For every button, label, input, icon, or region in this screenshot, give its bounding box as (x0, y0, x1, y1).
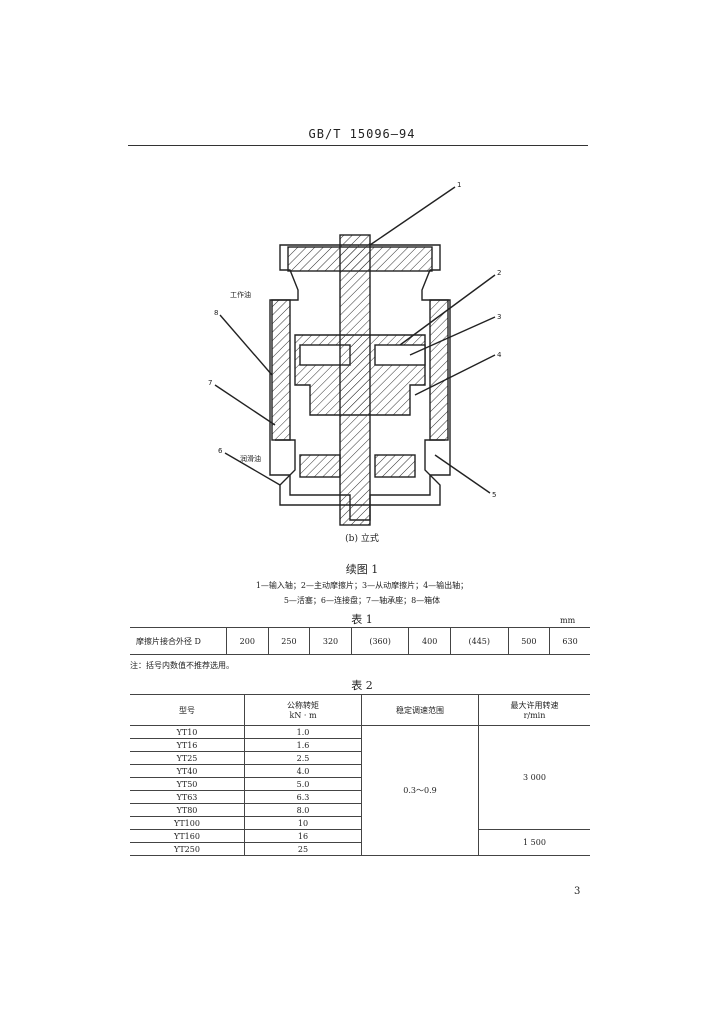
header-speed-label: 最大许用转速 (510, 701, 559, 710)
model-cell: YT63 (130, 790, 245, 804)
figure-subcaption: (b) 立式 (345, 534, 379, 544)
table1-cell: (445) (449, 627, 509, 655)
model-cell: YT250 (130, 842, 245, 856)
model-cell: YT25 (130, 751, 245, 765)
housing-left-wall (271, 299, 291, 441)
torque-cell: 6.3 (244, 790, 362, 804)
header-model: 型号 (130, 694, 245, 726)
table1-cell: 500 (507, 627, 551, 655)
coupling-drawing: 1 2 3 4 5 6 7 8 工作油 润滑油 (208, 181, 502, 526)
model-cell: YT80 (130, 803, 245, 817)
table1-cell: 200 (226, 627, 269, 655)
callout-3: 3 (497, 313, 501, 321)
torque-cell: 16 (244, 829, 362, 843)
figure-title: 续图 1 (345, 563, 379, 576)
header-range: 稳定调速范围 (361, 694, 479, 726)
shaft (339, 234, 371, 526)
table1-row-label: 摩擦片接合外径 D (130, 627, 227, 655)
model-cell: YT16 (130, 738, 245, 752)
page-number: 3 (574, 886, 581, 897)
model-cell: YT50 (130, 777, 245, 791)
range-cell: 0.3～0.9 (361, 725, 479, 856)
bearing-left (299, 454, 341, 478)
leader-1 (369, 186, 456, 246)
speed-cell-high: 3 000 (478, 725, 590, 830)
table-row: YT10 1.0 0.3～0.9 3 000 (130, 725, 590, 856)
table2: 型号 公称转矩 kN · m 稳定调速范围 最大许用转速 r/min YT10 … (130, 694, 590, 856)
table1-cell: 630 (549, 627, 590, 655)
table-row: YT160 16 1 500 (130, 829, 590, 856)
table-row: YT63 6.3 (130, 790, 590, 804)
model-cell: YT160 (130, 829, 245, 843)
table2-header-row: 型号 公称转矩 kN · m 稳定调速范围 最大许用转速 r/min (130, 694, 590, 726)
callout-8: 8 (214, 309, 218, 317)
leader-2 (399, 274, 496, 346)
bearing-right (374, 454, 416, 478)
table-row: YT100 10 (130, 816, 590, 830)
torque-cell: 1.0 (244, 725, 362, 739)
leader-5 (434, 454, 491, 494)
table1-cell: 320 (309, 627, 352, 655)
friction-pack-right (374, 344, 426, 366)
callout-1: 1 (457, 181, 461, 189)
torque-cell: 2.5 (244, 751, 362, 765)
header-torque: 公称转矩 kN · m (244, 694, 362, 726)
leader-7 (214, 384, 276, 426)
callout-4: 4 (497, 351, 502, 359)
torque-cell: 10 (244, 816, 362, 830)
model-cell: YT100 (130, 816, 245, 830)
table-row: YT250 25 (130, 842, 590, 856)
label-lube-oil: 润滑油 (240, 454, 261, 463)
header-speed-unit: r/min (523, 711, 546, 720)
torque-cell: 1.6 (244, 738, 362, 752)
label-work-oil: 工作油 (230, 290, 251, 299)
header-torque-unit: kN · m (289, 711, 317, 720)
figure-legend-line2: 5—活塞；6—连接盘；7—轴承座；8—箱体 (283, 596, 441, 605)
model-cell: YT10 (130, 725, 245, 739)
leader-8 (219, 314, 273, 376)
callout-5: 5 (492, 491, 496, 499)
table1-cell: 250 (267, 627, 311, 655)
figure-legend-line1: 1—输入轴；2—主动摩擦片；3—从动摩擦片；4—输出轴； (255, 581, 469, 590)
model-cell: YT40 (130, 764, 245, 778)
table-row: YT80 8.0 (130, 803, 590, 817)
torque-cell: 8.0 (244, 803, 362, 817)
table1-unit: mm (560, 616, 576, 625)
callout-6: 6 (218, 447, 223, 455)
torque-cell: 5.0 (244, 777, 362, 791)
callout-7: 7 (208, 379, 212, 387)
callout-2: 2 (497, 269, 501, 277)
torque-cell: 4.0 (244, 764, 362, 778)
table1: 摩擦片接合外径 D 200 250 320 (360) 400 (445) 50… (130, 627, 590, 655)
standard-header: GB/T 15096—94 (308, 127, 416, 141)
table1-title: 表 1 (351, 613, 373, 626)
table1-note: 注：括号内数值不推荐选用。 (130, 661, 234, 670)
torque-cell: 25 (244, 842, 362, 856)
table-row: YT50 5.0 (130, 777, 590, 791)
table2-title: 表 2 (351, 679, 373, 692)
header-rule (128, 145, 588, 146)
table1-row: 摩擦片接合外径 D 200 250 320 (360) 400 (445) 50… (130, 627, 590, 655)
leader-6 (224, 452, 281, 486)
table1-cell: 400 (408, 627, 451, 655)
leader-4 (414, 354, 496, 396)
speed-cell-low: 1 500 (478, 829, 590, 856)
table1-cell: (360) (350, 627, 410, 655)
header-torque-label: 公称转矩 (287, 701, 319, 710)
header-speed: 最大许用转速 r/min (478, 694, 590, 726)
leader-3 (409, 316, 496, 356)
bottom-flange (275, 439, 445, 506)
